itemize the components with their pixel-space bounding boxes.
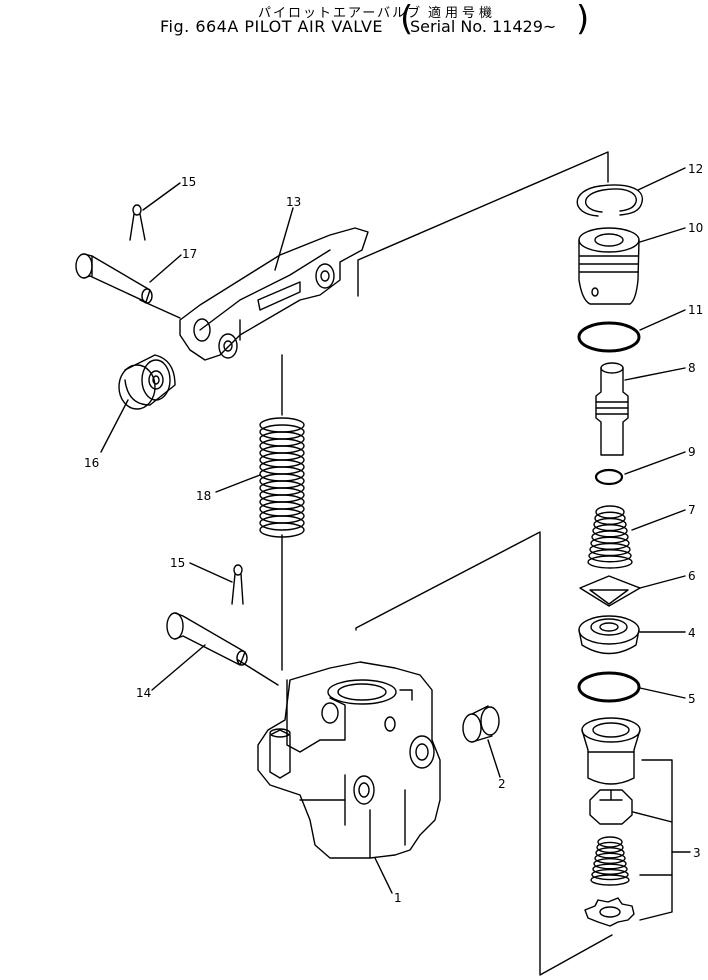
roller: [118, 354, 176, 410]
label-15-bottom: 15: [170, 556, 185, 570]
label-4: 4: [688, 626, 696, 640]
paren-left: (: [400, 0, 414, 39]
label-6: 6: [688, 569, 696, 583]
label-10: 10: [688, 221, 703, 235]
label-2: 2: [498, 777, 506, 791]
spring-coil: [591, 868, 629, 881]
o-ring-seat: [577, 671, 641, 703]
plunger: [595, 362, 629, 456]
cap-assembly: [581, 717, 641, 927]
label-16: 16: [84, 456, 99, 470]
spring-coil: [259, 515, 305, 531]
figure-header: パイロットエアーバルブ ( 適用号機 Fig. 664A PILOT AIR V…: [0, 0, 708, 44]
spring-coil: [594, 852, 626, 864]
serial-range: Serial No. 11429~: [410, 17, 557, 36]
label-9: 9: [688, 445, 696, 459]
label-12: 12: [688, 162, 703, 176]
label-5: 5: [688, 692, 696, 706]
snap-ring: [576, 184, 643, 217]
cotter-pin-top: [129, 204, 146, 241]
label-15-top: 15: [181, 175, 196, 189]
spring-coil: [588, 549, 632, 563]
valve-seat: [578, 615, 640, 655]
label-13: 13: [286, 195, 301, 209]
main-spring: [259, 417, 305, 538]
label-11: 11: [688, 303, 703, 317]
label-7: 7: [688, 503, 696, 517]
part-labels: 15 17 13 16 18 15 14 1 2 12 10 11 8 9 7 …: [84, 162, 703, 905]
label-17: 17: [182, 247, 197, 261]
clevis-pin-top: [75, 253, 153, 304]
label-3: 3: [693, 846, 701, 860]
bushing: [462, 705, 500, 743]
spring-coil: [587, 555, 633, 569]
spring-coil: [590, 874, 630, 886]
label-1: 1: [394, 891, 402, 905]
figure-title: Fig. 664A PILOT AIR VALVE: [160, 17, 383, 36]
paren-right: ): [576, 0, 590, 39]
title-japanese: パイロットエアーバルブ: [258, 6, 423, 21]
valve-guide: [578, 227, 640, 305]
title-japanese-applicability: 適用号機: [428, 6, 497, 21]
valve-spring: [587, 505, 633, 569]
o-ring-small: [594, 468, 624, 486]
label-8: 8: [688, 361, 696, 375]
spring-coil: [259, 522, 305, 538]
label-14: 14: [136, 686, 151, 700]
lever-arm: [179, 227, 369, 361]
valve-body: [257, 661, 441, 859]
valve-seat-cone: [579, 575, 641, 607]
spring-coil: [593, 858, 627, 870]
spring-coil: [592, 863, 628, 875]
o-ring-large: [577, 321, 641, 353]
spring-coil: [597, 836, 623, 848]
spring-coil: [595, 847, 625, 859]
leader-lines: [100, 167, 691, 921]
cotter-pin-bottom: [231, 564, 244, 605]
assembly-guide-lines: [139, 151, 613, 976]
label-18: 18: [196, 489, 211, 503]
clevis-pin-bottom: [166, 612, 248, 666]
spring-coil: [596, 841, 624, 854]
